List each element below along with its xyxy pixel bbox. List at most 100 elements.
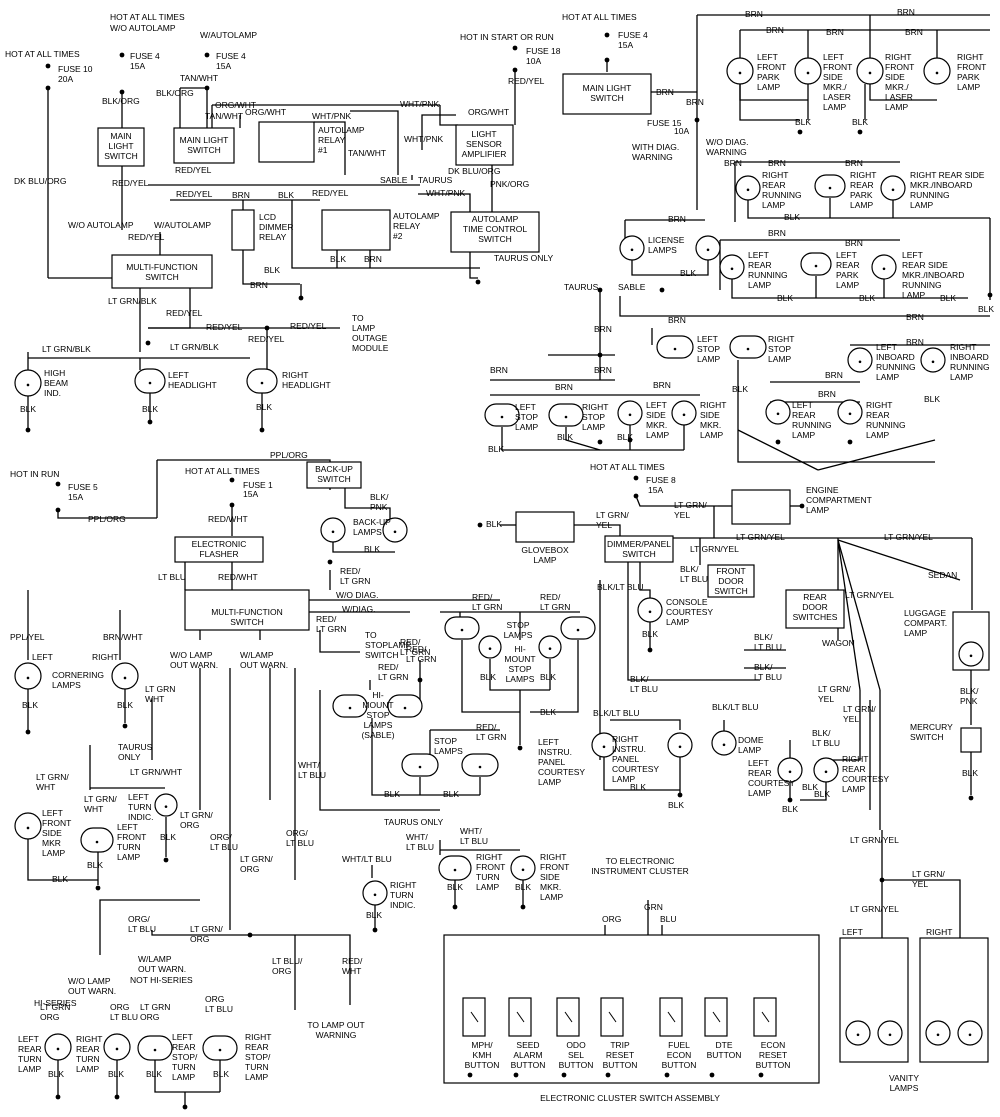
label: LEFT bbox=[515, 402, 536, 412]
label: REAR bbox=[836, 260, 860, 270]
label: REAR bbox=[842, 764, 866, 774]
label: ODO bbox=[566, 1040, 586, 1050]
wire bbox=[530, 640, 579, 713]
engine-compartment-lamp bbox=[731, 489, 791, 525]
label: LAMP bbox=[957, 82, 980, 92]
label: ELECTRONIC bbox=[192, 539, 247, 549]
label: LAMP bbox=[738, 745, 761, 755]
wire bbox=[574, 524, 621, 536]
label: #1 bbox=[318, 145, 328, 155]
multi-function-switch-a bbox=[111, 254, 213, 289]
label: BRN bbox=[668, 214, 686, 224]
ground-symbol bbox=[857, 129, 863, 135]
lamp-filament bbox=[746, 347, 750, 351]
label: REAR bbox=[850, 180, 874, 190]
label: BLK/LT BLU bbox=[593, 708, 639, 718]
label: STOP bbox=[367, 710, 390, 720]
label: WHT/PNK bbox=[312, 111, 352, 121]
label: LAMP bbox=[836, 280, 859, 290]
front-door-switch bbox=[707, 564, 755, 598]
label: WHT/ bbox=[460, 826, 482, 836]
label: LEFT bbox=[697, 334, 718, 344]
label: HOT AT ALL TIMES bbox=[5, 49, 80, 59]
label: LT BLU bbox=[210, 842, 238, 852]
label: RIGHT bbox=[540, 852, 566, 862]
ground-symbol bbox=[664, 1072, 670, 1078]
label: WHT/PNK bbox=[404, 134, 444, 144]
junction-dot bbox=[45, 85, 51, 91]
left-inboard-running-lamp bbox=[847, 347, 873, 373]
ground-symbol bbox=[182, 1104, 188, 1110]
label: MKR./INBOARD bbox=[910, 180, 972, 190]
label: BLK bbox=[384, 789, 400, 799]
label: RIGHT bbox=[850, 170, 876, 180]
label: TO LAMP OUT bbox=[307, 1020, 364, 1030]
right-stop-lamp-b bbox=[548, 403, 584, 427]
label: LT GRN bbox=[476, 732, 506, 742]
lamp-filament bbox=[453, 868, 457, 872]
label: FUSE 4 bbox=[216, 51, 246, 61]
lamp-filament bbox=[521, 868, 525, 872]
junction-dot bbox=[604, 57, 610, 63]
label: RIGHT bbox=[612, 734, 638, 744]
wire bbox=[250, 934, 351, 1005]
wire bbox=[421, 114, 456, 150]
label: W/DIAG. bbox=[342, 604, 376, 614]
wire bbox=[747, 200, 905, 219]
label: DTE bbox=[716, 1040, 733, 1050]
label: TURN bbox=[76, 1054, 100, 1064]
label: MKR./INBOARD bbox=[902, 270, 964, 280]
ground-symbol bbox=[627, 437, 633, 443]
left-headlight bbox=[134, 368, 166, 394]
wire bbox=[291, 200, 480, 269]
label: LT GRN/ bbox=[912, 869, 945, 879]
wire bbox=[501, 427, 684, 451]
label: BLU bbox=[660, 914, 677, 924]
glovebox-lamp bbox=[515, 511, 575, 543]
label: RIGHT bbox=[92, 652, 118, 662]
label: MKR./ bbox=[885, 82, 909, 92]
label: REAR bbox=[76, 1044, 100, 1054]
label: LT GRN bbox=[378, 672, 408, 682]
label: BLK bbox=[366, 910, 382, 920]
left-cornering-lamp bbox=[14, 662, 42, 690]
label: BLK bbox=[680, 268, 696, 278]
lamp-filament bbox=[564, 415, 568, 419]
back-up-switch bbox=[306, 461, 362, 489]
lamp-filament bbox=[95, 840, 99, 844]
luggage-lamp-bulb bbox=[958, 641, 984, 667]
label: BRN bbox=[656, 87, 674, 97]
label: STOP bbox=[515, 412, 538, 422]
label: KMH bbox=[473, 1050, 492, 1060]
multi-function-switch-b bbox=[184, 589, 310, 631]
lamp-filament bbox=[848, 412, 852, 416]
label: BLK bbox=[87, 860, 103, 870]
label: WHT/PNK bbox=[426, 188, 466, 198]
wire bbox=[639, 562, 651, 598]
label: TURN bbox=[245, 1062, 269, 1072]
label: WHT/PNK bbox=[400, 99, 440, 109]
label: RUNNING bbox=[950, 362, 990, 372]
label: TURN bbox=[390, 890, 414, 900]
label: BLK bbox=[784, 212, 800, 222]
wire bbox=[439, 105, 458, 126]
junction-dot bbox=[119, 52, 125, 58]
label: SWITCH bbox=[365, 650, 399, 660]
label: LT BLU bbox=[205, 1004, 233, 1014]
lamp-filament bbox=[738, 71, 742, 75]
label: FRONT bbox=[757, 62, 786, 72]
label: RIGHT bbox=[842, 754, 868, 764]
label: BRN bbox=[906, 337, 924, 347]
label: RUNNING bbox=[902, 280, 942, 290]
mercury-switch bbox=[960, 727, 982, 753]
wire bbox=[332, 542, 395, 553]
label: FUEL bbox=[668, 1040, 690, 1050]
electronic-flasher bbox=[174, 536, 264, 563]
ground-symbol bbox=[372, 927, 378, 933]
right-front-park-lamp bbox=[923, 57, 951, 85]
label: LAMP bbox=[866, 430, 889, 440]
autolamp-relay-1 bbox=[258, 121, 315, 163]
right-vanity-lamps bbox=[919, 937, 989, 1063]
label: DK BLU/ORG bbox=[14, 176, 66, 186]
label: BLK bbox=[488, 444, 504, 454]
